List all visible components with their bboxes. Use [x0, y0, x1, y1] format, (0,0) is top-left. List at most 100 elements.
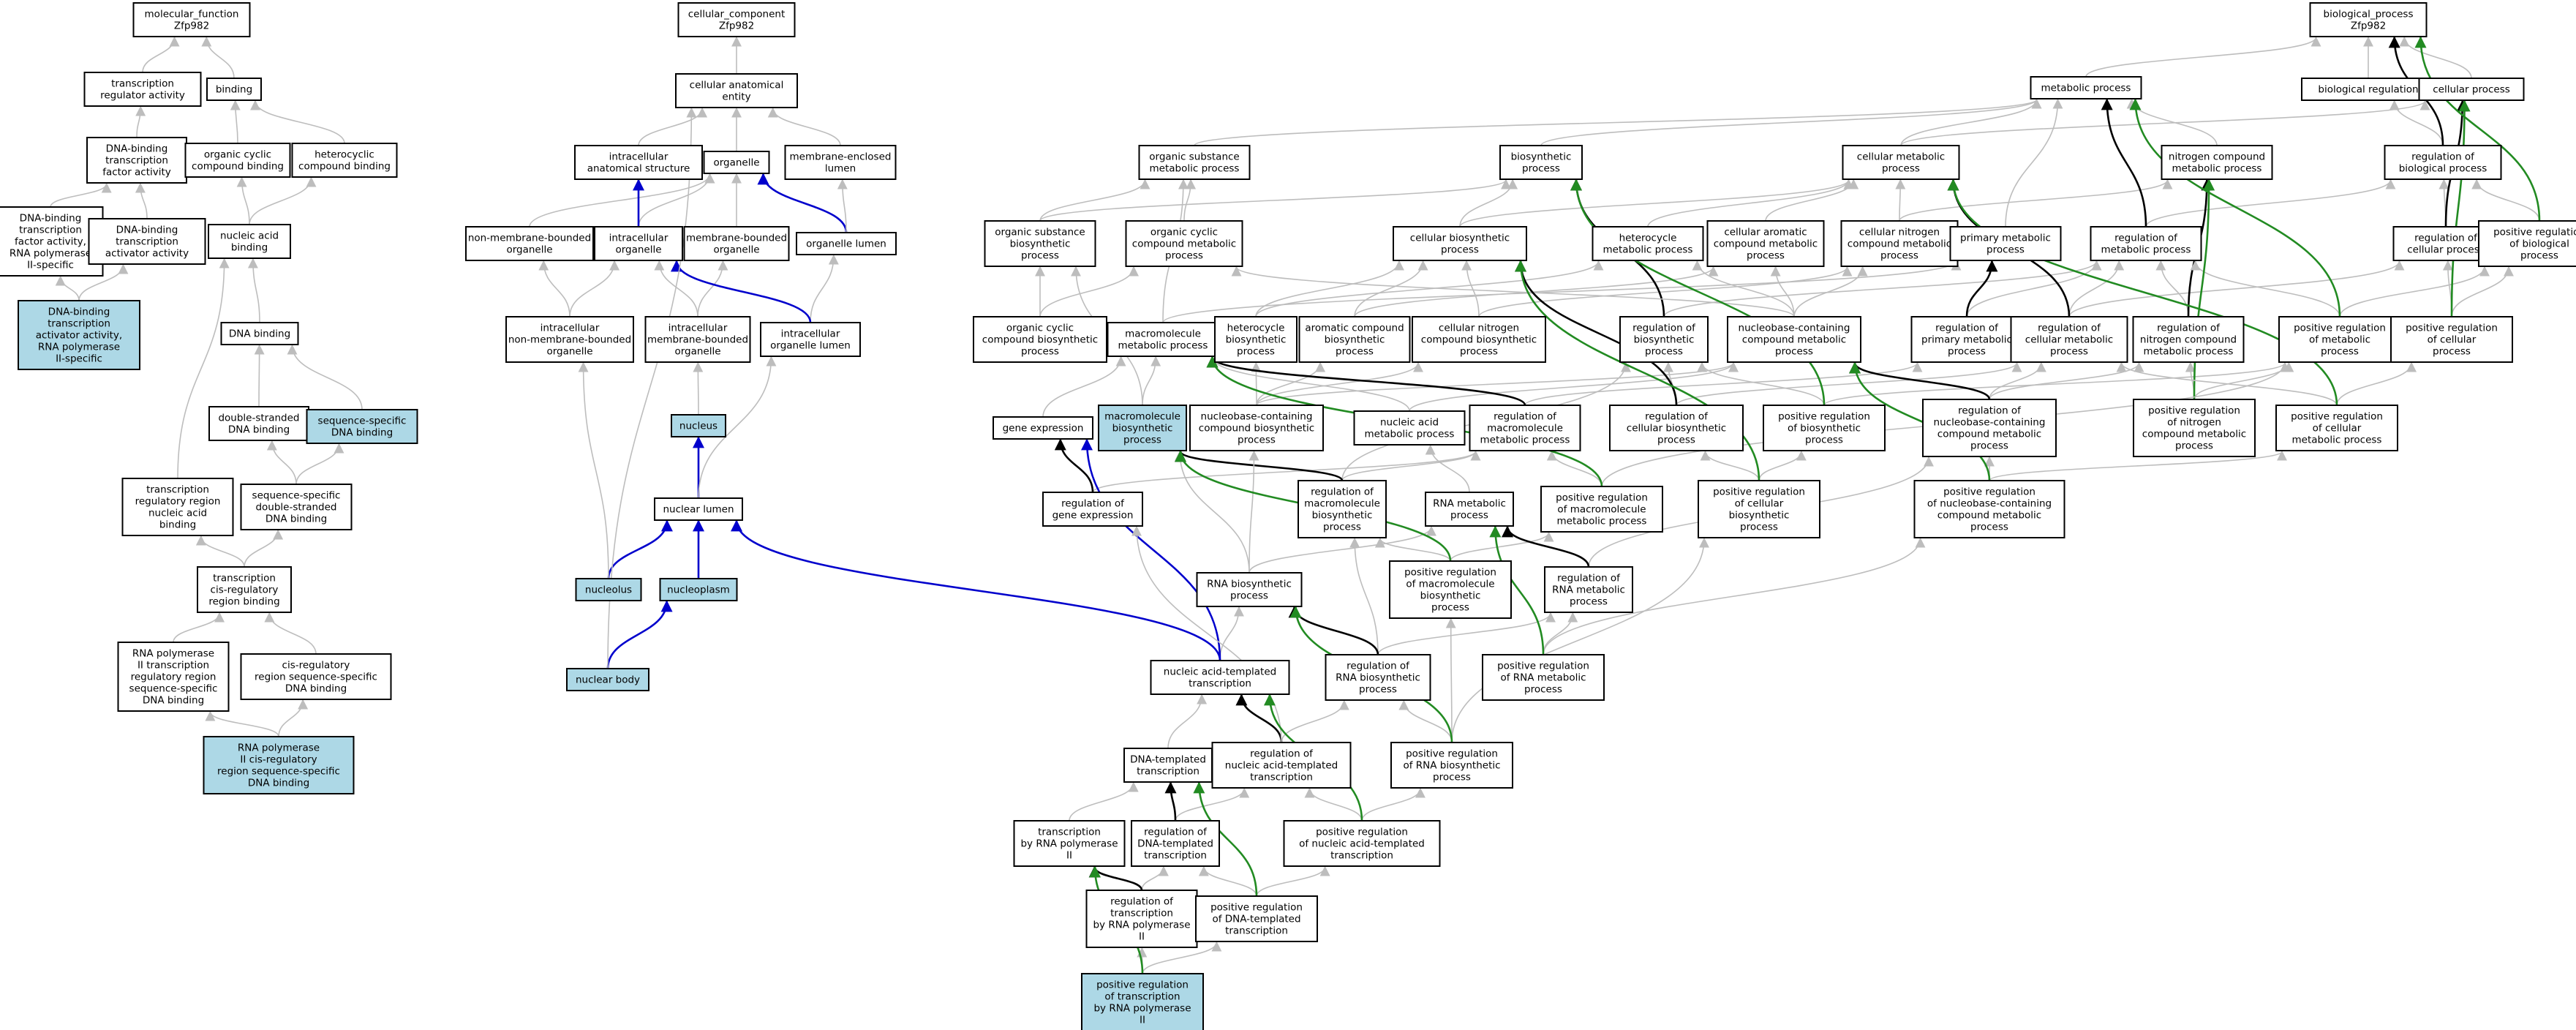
go-term-box — [1283, 820, 1441, 867]
go-term-label-line: process — [1986, 244, 2025, 255]
go-term-label-line: activator activity, — [36, 329, 122, 341]
go-term-label-line: of nitrogen — [2167, 416, 2221, 428]
is-a-edge — [1450, 531, 1554, 562]
go-term-label-line: DNA binding — [228, 424, 290, 435]
go-term-label-line: of RNA metabolic — [1500, 672, 1586, 683]
is-a-edge — [1207, 356, 1410, 412]
is-a-edge — [250, 99, 345, 144]
is-a-edge — [638, 173, 715, 228]
go-term-label-line: intracellular — [609, 151, 669, 162]
is-a-edge — [2085, 36, 2321, 78]
go-term-box — [575, 578, 642, 601]
is-a-edge — [1251, 361, 1262, 406]
go-term-label-line: nucleobase-containing — [1201, 410, 1313, 422]
go-term-box — [1706, 220, 1825, 267]
go-term-label-line: transcription — [146, 484, 209, 495]
go-term-label-line: process — [2433, 345, 2471, 357]
go-term-box — [203, 736, 355, 794]
go-term-label-line: positive regulation — [1404, 566, 1496, 578]
go-term-label-line: compound biosynthetic — [982, 334, 1098, 345]
go-term-label-line: macromolecule — [1125, 328, 1201, 339]
go-term-label-line: by RNA polymerase — [1020, 838, 1118, 849]
go-term-box — [1298, 480, 1387, 538]
is-a-edge — [1540, 98, 2042, 146]
go-term-label-line: sequence-specific — [252, 489, 341, 501]
go-term-label-line: organelle — [615, 244, 661, 255]
go-term-box — [2384, 145, 2502, 180]
go-term-label-line: positive regulation — [1713, 486, 1805, 497]
go-term-box — [1214, 316, 1298, 363]
go-term-label-line: RNA biosynthetic — [1207, 578, 1292, 590]
part-of-edge — [607, 519, 673, 579]
go-term-label-line: transcription — [1225, 925, 1288, 936]
part-of-edge — [757, 173, 848, 233]
go-term-org: organelle — [703, 151, 770, 174]
go-term-label-line: cellular metabolic — [2025, 334, 2113, 345]
go-term-label-line: regulation of — [1958, 405, 2022, 416]
is-a-edge — [1256, 361, 1739, 406]
go-term-label-line: transcription — [1330, 849, 1393, 861]
go-term-box — [121, 478, 234, 536]
is-a-edge — [1895, 178, 1906, 222]
go-term-label-line: II cis-regulatory — [240, 753, 317, 765]
go-term-label-line: process — [1359, 683, 1397, 695]
go-term-label-line: process — [1522, 162, 1560, 174]
go-term-label-line: compound metabolic — [2142, 428, 2246, 440]
go-term-label-line: biosynthetic — [1010, 238, 1071, 249]
is-a-edge — [2068, 260, 2125, 317]
is-a-edge — [1966, 260, 2102, 317]
go-term-box — [566, 668, 649, 691]
go-term-label-line: DNA binding — [285, 683, 347, 694]
is-a-edge — [1361, 787, 1426, 822]
go-term-label-line: biosynthetic — [1634, 334, 1695, 345]
go-term-label-line: cellular biosynthetic — [1410, 232, 1510, 244]
is-a-edge — [2145, 178, 2396, 228]
go-term-label-line: nucleic acid — [148, 507, 207, 519]
is-a-edge — [1175, 787, 1250, 822]
go-term-label-line: organelle — [506, 244, 552, 255]
is-a-edge — [135, 182, 148, 219]
go-term-ol: organelle lumen — [796, 232, 897, 255]
go-term-label-line: nucleobase-containing — [1739, 322, 1850, 334]
is-a-edge — [1546, 450, 1603, 487]
go-term-label-line: transcription — [1250, 771, 1313, 783]
go-term-box — [1592, 226, 1704, 261]
is-a-edge — [1409, 361, 1739, 412]
go-term-label-line: regulation of — [2157, 322, 2221, 334]
go-term-box — [240, 484, 353, 530]
go-term-box — [654, 497, 743, 521]
go-term-label-line: by RNA polymerase — [1093, 1002, 1191, 1014]
go-term-box — [306, 409, 418, 444]
is-a-edge — [1142, 356, 1161, 406]
go-term-box — [1389, 560, 1512, 619]
is-a-edge — [1989, 361, 2144, 400]
go-term-label-line: transcription — [1189, 677, 1251, 689]
is-a-edge — [1249, 450, 1259, 574]
go-term-label-line: nuclear lumen — [663, 503, 734, 515]
is-a-edge — [244, 529, 284, 568]
go-term-label-line: II — [1140, 1014, 1145, 1026]
is-a-edge — [78, 263, 129, 301]
go-term-label-line: transcription — [1137, 765, 1200, 777]
regulates-edge — [2101, 98, 2147, 228]
go-term-label-line: nucleic acid — [220, 230, 279, 241]
